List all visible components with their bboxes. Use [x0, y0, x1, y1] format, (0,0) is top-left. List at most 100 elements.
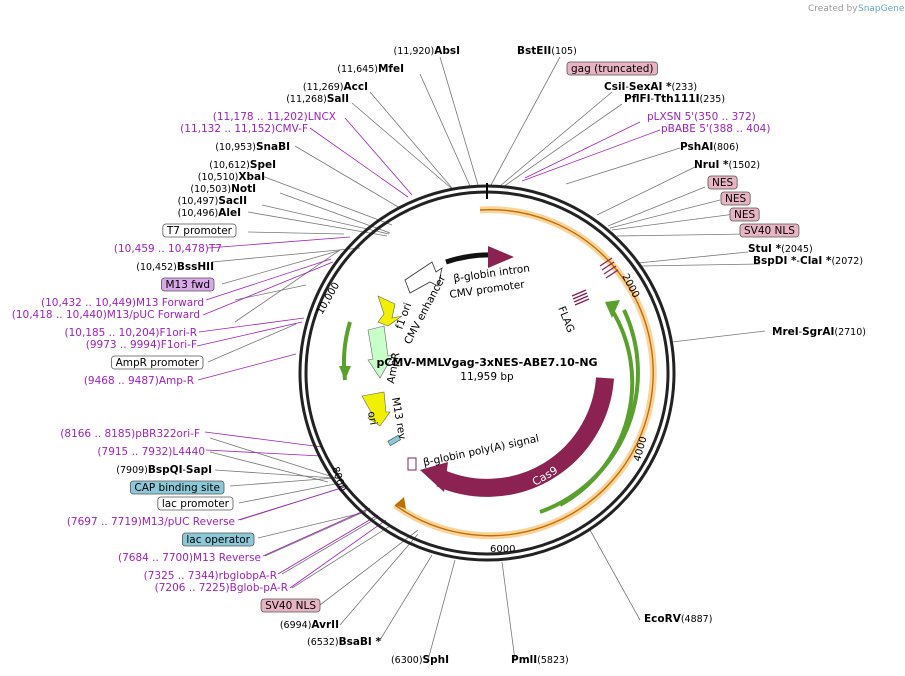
site-label-37: (8166 .. 8185) pBR322ori-F [60, 428, 200, 440]
primer-text: Amp-R [159, 375, 194, 387]
enzyme-name: Tth111I [654, 93, 699, 105]
tick-10000: 10,000 [315, 281, 342, 317]
primer-text: (10,185 .. 10,204) [65, 327, 160, 339]
credit-brand: SnapGene [858, 4, 905, 14]
feature-box [181, 532, 255, 547]
site-label-10: (11,132 .. 11,152) CMV-F [180, 123, 308, 135]
position-text: (235) [699, 94, 725, 105]
site-label-2: gag (truncated) [566, 61, 658, 76]
feature-box-label: lac operator [186, 534, 250, 546]
enzyme-name: PshAI [680, 141, 713, 153]
cmv-enhancer-arrow [404, 261, 443, 294]
site-label-36: (9468 .. 9487) Amp-R [84, 375, 194, 387]
site-label-14: (10,612) SpeI [209, 159, 276, 171]
enzyme-name: AvrII [311, 619, 339, 631]
position-text: (806) [713, 142, 739, 153]
enzyme-name: SgrAI [802, 326, 834, 338]
primer-text: pBR322ori-F [135, 428, 200, 440]
primer-text: (11,178 .. 11,202) [213, 111, 308, 123]
enzyme-name: StuI * [748, 243, 782, 255]
primer-text: (388 .. 404) [709, 123, 771, 135]
feature-box-label: gag (truncated) [571, 63, 654, 75]
site-label-47: SV40 NLS [260, 598, 321, 613]
feature-box-label: NES [734, 209, 755, 221]
primer-text: T7 [208, 243, 222, 255]
primer-lines [196, 117, 661, 589]
primer-text: L4440 [172, 446, 205, 458]
position-text: (10,452) [136, 262, 177, 273]
position-text: (105) [551, 46, 577, 57]
site-label-17: NES [707, 175, 738, 190]
enzyme-name: AccI [344, 81, 368, 93]
position-text: - [625, 82, 628, 93]
ori-arrow [361, 391, 391, 427]
site-label-48: EcoRV (4887) [644, 613, 712, 625]
site-label-33: (10,185 .. 10,204) F1ori-R [65, 327, 198, 339]
position-text: (10,503) [190, 184, 231, 195]
enzyme-name: SexAI * [629, 81, 672, 93]
position-text: (11,920) [394, 46, 435, 57]
feature-box [720, 191, 751, 206]
green-arrow-1 [605, 300, 620, 318]
site-label-40: CAP binding site [129, 480, 225, 495]
site-label-25: StuI * (2045) [748, 243, 813, 255]
position-text: (10,953) [215, 142, 256, 153]
site-label-4: CsiI - SexAI * (233) [604, 81, 697, 93]
plasmid-title: pCMV-MMLVgag-3xNES-ABE7.10-NG [376, 356, 597, 369]
feature-box [260, 598, 321, 613]
enzyme-name: MfeI [378, 63, 404, 75]
site-label-15: NruI * (1502) [694, 159, 760, 171]
primer-text: (8166 .. 8185) [60, 428, 135, 440]
primer-text: rbglobpA-R [219, 570, 277, 582]
primer-text: F1ori-R [160, 327, 197, 339]
tick-2000: 2000 [619, 272, 641, 300]
position-text: (4887) [681, 614, 713, 625]
position-text: (1502) [729, 160, 761, 171]
site-label-28: (10,452) BssHII [136, 261, 214, 273]
position-text: - [182, 465, 185, 476]
position-text: (10,497) [178, 196, 219, 207]
site-label-38: (7915 .. 7932) L4440 [97, 446, 205, 458]
position-text: - [651, 94, 654, 105]
primer-text: F1ori-F [161, 339, 197, 351]
site-label-1: BstEII (105) [517, 45, 577, 57]
primer-text: M13/pUC Reverse [142, 516, 235, 528]
site-label-18: (10,503) NotI [190, 183, 256, 195]
site-label-51: (6300) SphI [391, 654, 449, 666]
site-label-21: NES [729, 207, 760, 222]
enzyme-name: BsaBI * [339, 636, 382, 648]
position-text: (10,612) [209, 160, 250, 171]
enzyme-name: SnaBI [256, 141, 290, 153]
intron-bar [445, 252, 496, 265]
enzyme-name: NotI [231, 183, 256, 195]
site-label-12: (10,953) SnaBI [215, 141, 290, 153]
primer-text: (9973 .. 9994) [86, 339, 161, 351]
enzyme-name: PmlI [511, 654, 537, 666]
feature-box [739, 223, 800, 238]
primer-text: (7206 .. 7225) [155, 582, 230, 594]
enzyme-name: SacII [218, 195, 247, 207]
site-label-39: (7909) BspQI - SapI [116, 464, 212, 476]
position-text: (10,510) [198, 172, 239, 183]
site-label-3: (11,645) MfeI [337, 63, 404, 75]
primer-text: CMV-F [275, 123, 308, 135]
site-label-50: (6532) BsaBI * [307, 636, 381, 648]
lac-operator-mark [387, 434, 402, 446]
plasmid-length: 11,959 bp [460, 371, 514, 383]
site-label-29: M13 fwd [161, 277, 215, 292]
site-label-11: pBABE 5' (388 .. 404) [661, 123, 770, 135]
site-label-43: lac operator [181, 532, 255, 547]
primer-text: (9468 .. 9487) [84, 375, 159, 387]
credit-text: Created by [808, 4, 858, 14]
feature-box-label: SV40 NLS [744, 225, 795, 237]
enzyme-name: PflFI [624, 93, 651, 105]
site-label-42: (7697 .. 7719) M13/pUC Reverse [67, 516, 235, 528]
primer-text: (10,459 .. 10,478) [114, 243, 209, 255]
feature-box-label: AmpR promoter [116, 357, 200, 369]
feature-box-label: NES [712, 177, 733, 189]
site-label-16: (10,510) XbaI [198, 171, 265, 183]
primer-text: M13 Reverse [193, 552, 261, 564]
flag-marks [571, 289, 590, 306]
primer-text: (350 .. 372) [694, 111, 756, 123]
